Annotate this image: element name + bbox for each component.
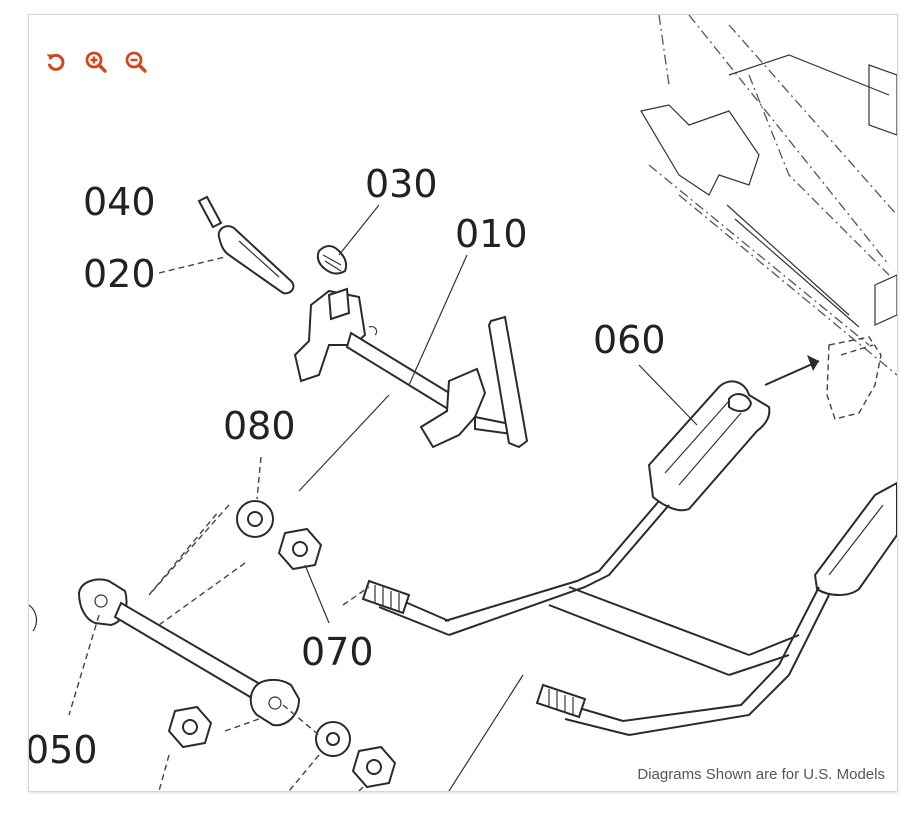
- part-050-link-rod: [29, 578, 301, 727]
- viewer-toolbar: [41, 47, 151, 77]
- part-010-bracket: [293, 287, 529, 449]
- rotate-icon: [46, 53, 65, 71]
- parts-diagram[interactable]: 040 020 030 010 060 080 070 050: [29, 15, 897, 791]
- zoom-out-button[interactable]: [121, 47, 151, 77]
- part-020-lever: [217, 225, 295, 295]
- leader-lines: [68, 204, 698, 791]
- label-050[interactable]: 050: [29, 728, 98, 772]
- part-040-pin: [197, 195, 223, 229]
- zoom-in-icon: [85, 51, 107, 73]
- label-010[interactable]: 010: [455, 212, 528, 256]
- zoom-out-icon: [125, 51, 147, 73]
- rotate-button[interactable]: [41, 47, 71, 77]
- lower-hardware: [167, 705, 397, 789]
- label-060[interactable]: 060: [593, 318, 666, 362]
- diagram-caption: Diagrams Shown are for U.S. Models: [635, 764, 887, 785]
- diagram-viewer: 040 020 030 010 060 080 070 050 Diagrams…: [28, 14, 898, 792]
- label-040[interactable]: 040: [83, 180, 156, 224]
- label-080[interactable]: 080: [223, 404, 296, 448]
- label-020[interactable]: 020: [83, 252, 156, 296]
- label-070[interactable]: 070: [301, 630, 374, 674]
- part-030-spring: [316, 245, 348, 275]
- part-080-washer: [236, 500, 274, 538]
- zoom-in-button[interactable]: [81, 47, 111, 77]
- part-060-pedal-right: [535, 481, 897, 736]
- part-070-nut: [277, 527, 323, 571]
- machine-frame: [640, 15, 897, 420]
- label-030[interactable]: 030: [365, 162, 438, 206]
- part-060-pedal: [361, 380, 800, 676]
